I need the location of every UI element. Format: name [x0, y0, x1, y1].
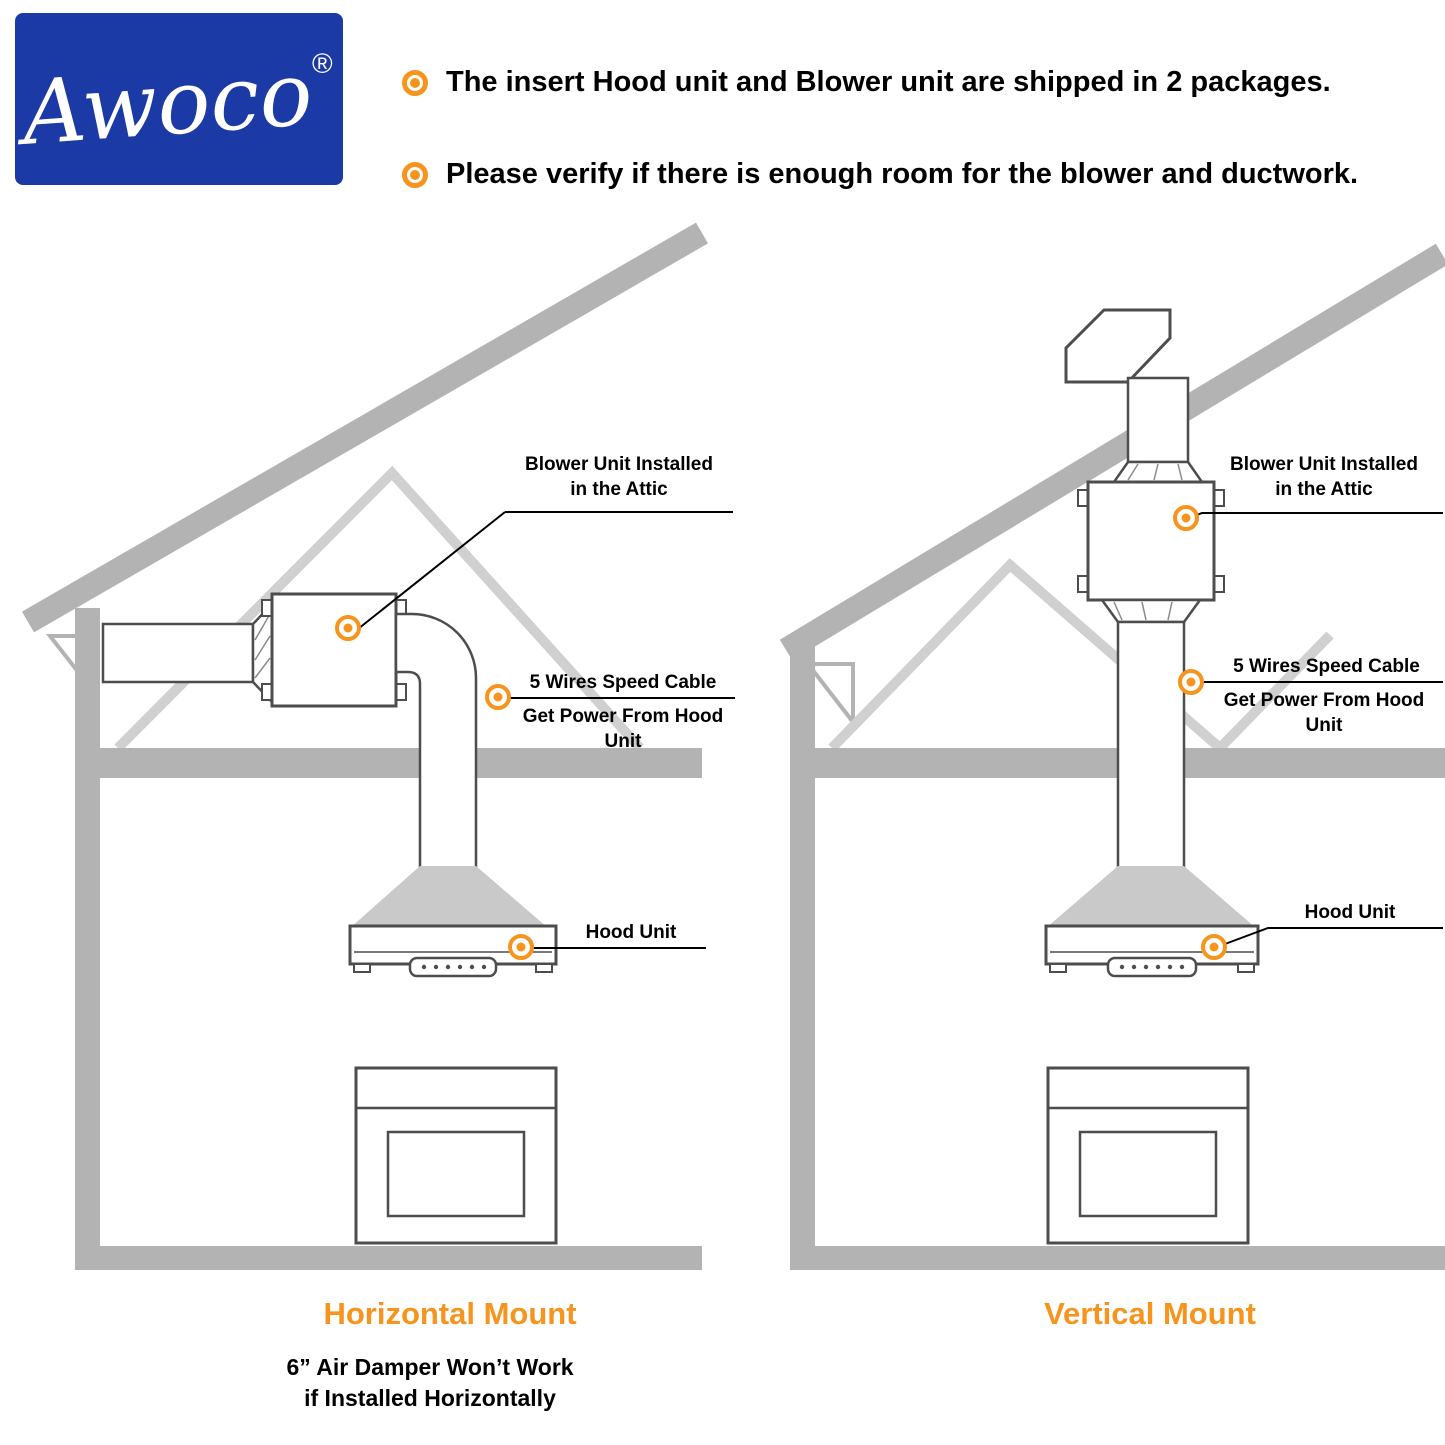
warning-air-damper: 6” Air Damper Won’t Work if Installed Ho… — [230, 1352, 630, 1414]
callout-line-blower — [1191, 512, 1443, 518]
oven — [354, 1066, 558, 1245]
hood-bracket — [1049, 963, 1067, 973]
hatch — [254, 657, 271, 679]
ceiling — [100, 748, 702, 778]
panel-button — [1155, 964, 1161, 970]
bullet-icon — [402, 161, 428, 188]
hood-flare — [1046, 866, 1256, 928]
left-diagram — [22, 222, 735, 1270]
hatch — [1153, 463, 1159, 481]
duct-transition — [1099, 598, 1203, 624]
roof-vent-cap — [1064, 308, 1172, 384]
label-cable-bottom-left: Get Power From Hood Unit — [503, 704, 743, 754]
label-line: Hood Unit — [585, 922, 677, 943]
label-line: Blower Unit Installed — [1230, 454, 1418, 475]
floor — [75, 1246, 702, 1270]
floor — [790, 1246, 1445, 1270]
panel-button — [1131, 964, 1137, 970]
label-line: in the Attic — [570, 479, 668, 500]
upper-duct — [1126, 376, 1190, 464]
blower-unit-box — [270, 592, 398, 708]
callout-marker-hood — [1201, 934, 1227, 960]
panel-button — [1119, 964, 1125, 970]
label-line: 5 Wires Speed Cable — [529, 672, 717, 693]
hood-flare — [350, 866, 548, 928]
horizontal-duct — [101, 622, 255, 684]
note-text: The insert Hood unit and Blower unit are… — [446, 66, 1331, 98]
panel-button — [445, 964, 451, 970]
label-line: Blower Unit Installed — [525, 454, 713, 475]
panel-button — [1143, 964, 1149, 970]
oven-door — [386, 1130, 526, 1218]
registered-mark: ® — [312, 48, 333, 79]
label-cable-bottom-right: Get Power From Hood Unit — [1203, 688, 1445, 738]
panel-button — [1179, 964, 1185, 970]
label-line: in the Attic — [1275, 479, 1373, 500]
callout-marker-cable — [1178, 669, 1204, 695]
label-line: Get Power From Hood Unit — [522, 706, 724, 752]
roof — [779, 243, 1445, 661]
label-cable-top-right: 5 Wires Speed Cable — [1210, 654, 1443, 679]
hatch — [1177, 463, 1183, 481]
hatch — [254, 635, 271, 661]
wall — [790, 640, 815, 1270]
hood-bracket — [353, 963, 371, 973]
warning-line: if Installed Horizontally — [304, 1385, 556, 1411]
warning-line: 6” Air Damper Won’t Work — [286, 1354, 574, 1380]
roof — [22, 222, 708, 633]
awoco-logo-art: Awoco ® — [12, 42, 333, 165]
hatch — [1113, 601, 1123, 621]
label-line: 5 Wires Speed Cable — [1233, 656, 1420, 677]
hatch — [1141, 601, 1147, 621]
hatch — [254, 613, 271, 641]
hatch — [1127, 463, 1139, 481]
label-line: Get Power From Hood Unit — [1223, 690, 1425, 736]
panel-button — [1167, 964, 1173, 970]
caption-horizontal-mount: Horizontal Mount — [323, 1296, 577, 1331]
callout-marker-blower — [1173, 505, 1199, 531]
label-line: Hood Unit — [1304, 902, 1396, 923]
wall — [75, 608, 100, 1270]
awoco-logo: Awoco ® — [12, 13, 343, 185]
control-panel — [408, 956, 498, 978]
right-diagram — [779, 243, 1445, 1270]
elbow-duct — [394, 612, 478, 870]
label-blower-left: Blower Unit Installed in the Attic — [500, 452, 738, 502]
logo-script-text: Awoco — [15, 42, 316, 165]
note-shipping: The insert Hood unit and Blower unit are… — [402, 66, 1331, 99]
eave-detail — [803, 662, 855, 728]
label-cable-top-left: 5 Wires Speed Cable — [508, 670, 738, 695]
caption-vertical-mount: Vertical Mount — [1044, 1296, 1256, 1331]
label-hood-left: Hood Unit — [556, 920, 706, 945]
callout-marker-blower — [335, 615, 361, 641]
hood-bracket — [535, 963, 553, 973]
lower-duct — [1116, 620, 1186, 870]
oven-door — [1078, 1130, 1218, 1218]
oven — [1046, 1066, 1250, 1245]
callout-line-hood — [1224, 927, 1443, 945]
panel-button — [481, 964, 487, 970]
bullet-icon — [402, 69, 428, 96]
panel-button — [469, 964, 475, 970]
control-panel — [1106, 956, 1198, 978]
hood-bracket — [1237, 963, 1255, 973]
callout-pointer-blower — [357, 511, 506, 630]
panel-button — [457, 964, 463, 970]
truss-web — [828, 558, 1334, 755]
note-verify: Please verify if there is enough room fo… — [402, 158, 1358, 191]
note-text: Please verify if there is enough room fo… — [446, 158, 1359, 190]
callout-marker-hood — [508, 934, 534, 960]
blower-unit-box — [1086, 480, 1216, 602]
label-blower-right: Blower Unit Installed in the Attic — [1205, 452, 1443, 502]
panel-button — [421, 964, 427, 970]
label-hood-right: Hood Unit — [1275, 900, 1425, 925]
hatch — [1167, 601, 1173, 621]
panel-button — [433, 964, 439, 970]
